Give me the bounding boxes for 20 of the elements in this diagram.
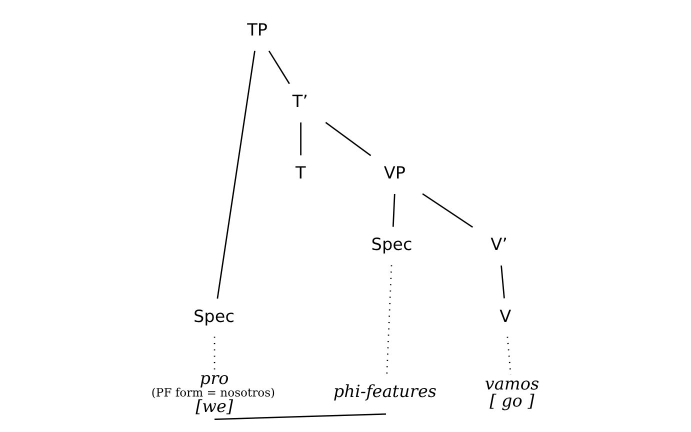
connector [216,50,256,299]
node-text: vamos [ go ] [484,374,540,410]
node-text: Spec [193,306,234,326]
node-text: V’ [490,234,508,254]
node-text: V [500,306,512,326]
node-text: VP [384,162,406,183]
connector [422,193,474,228]
connector [500,265,505,298]
node-text: T [296,162,306,183]
node-text: phi-features [333,380,437,401]
connector [214,413,386,420]
connector [386,265,392,376]
node-text: Spec [371,234,412,254]
node-text: TP [247,20,268,40]
connector [300,122,302,156]
connector [392,194,396,227]
node-text: T’ [292,91,308,112]
node-text: pro (PF form = nosotros) [we] [151,368,276,416]
connector [268,50,290,84]
connector [325,122,372,156]
